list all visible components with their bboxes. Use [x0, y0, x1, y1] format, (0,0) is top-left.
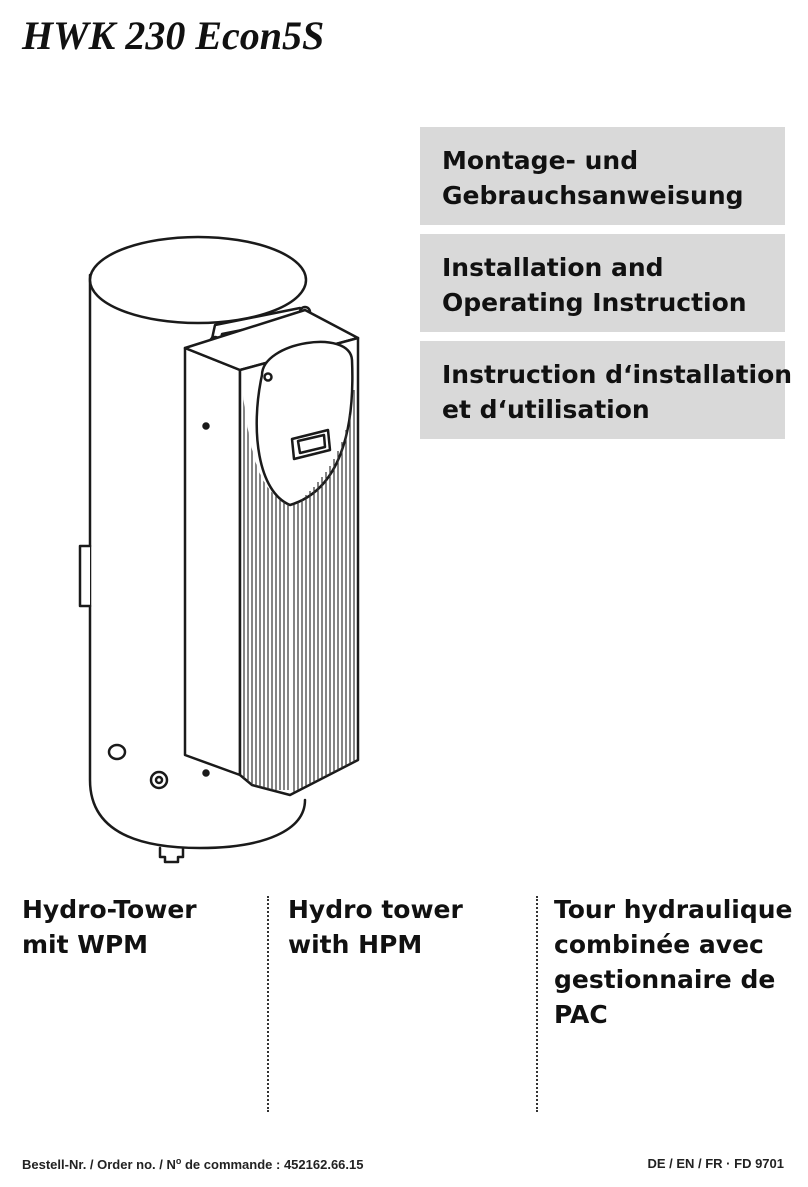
german-subtitle-line-1: Hydro-Tower: [22, 895, 197, 924]
french-subtitle-line-4: PAC: [554, 1000, 608, 1029]
english-subtitle-line-1: Hydro tower: [288, 895, 463, 924]
english-subtitle: Hydro tower with HPM: [288, 892, 463, 962]
order-number-value: de commande : 452162.66.15: [181, 1157, 364, 1172]
english-title-line-1: Installation and: [442, 253, 664, 282]
german-title-line-2: Gebrauchsanweisung: [442, 181, 744, 210]
english-subtitle-line-2: with HPM: [288, 930, 423, 959]
french-title-box: Instruction d‘installation et d‘utilisat…: [420, 341, 793, 439]
french-subtitle-line-3: gestionnaire de: [554, 965, 776, 994]
document-title: HWK 230 Econ5S: [22, 13, 325, 58]
german-subtitle: Hydro-Tower mit WPM: [22, 892, 197, 962]
french-subtitle-line-1: Tour hydraulique: [554, 895, 793, 924]
french-subtitle-line-2: combinée avec: [554, 930, 764, 959]
french-subtitle: Tour hydraulique combinée avec gestionna…: [554, 892, 793, 1032]
english-title-line-2: Operating Instruction: [442, 288, 747, 317]
german-title-box: Montage- und Gebrauchsanweisung: [420, 127, 785, 225]
order-number-superscript: o: [175, 1156, 182, 1166]
english-title-box: Installation and Operating Instruction: [420, 234, 785, 332]
german-subtitle-line-2: mit WPM: [22, 930, 149, 959]
column-divider: [536, 896, 538, 1112]
german-title-line-1: Montage- und: [442, 146, 639, 175]
french-title-line-1: Instruction d‘installation: [442, 360, 793, 389]
column-divider: [267, 896, 269, 1112]
hydro-tower-illustration: [78, 235, 360, 864]
french-title-line-2: et d‘utilisation: [442, 395, 650, 424]
language-codes: DE / EN / FR · FD 9701: [647, 1156, 784, 1171]
order-number: Bestell-Nr. / Order no. / No de commande…: [22, 1156, 363, 1172]
order-number-prefix: Bestell-Nr. / Order no. / N: [22, 1157, 176, 1172]
